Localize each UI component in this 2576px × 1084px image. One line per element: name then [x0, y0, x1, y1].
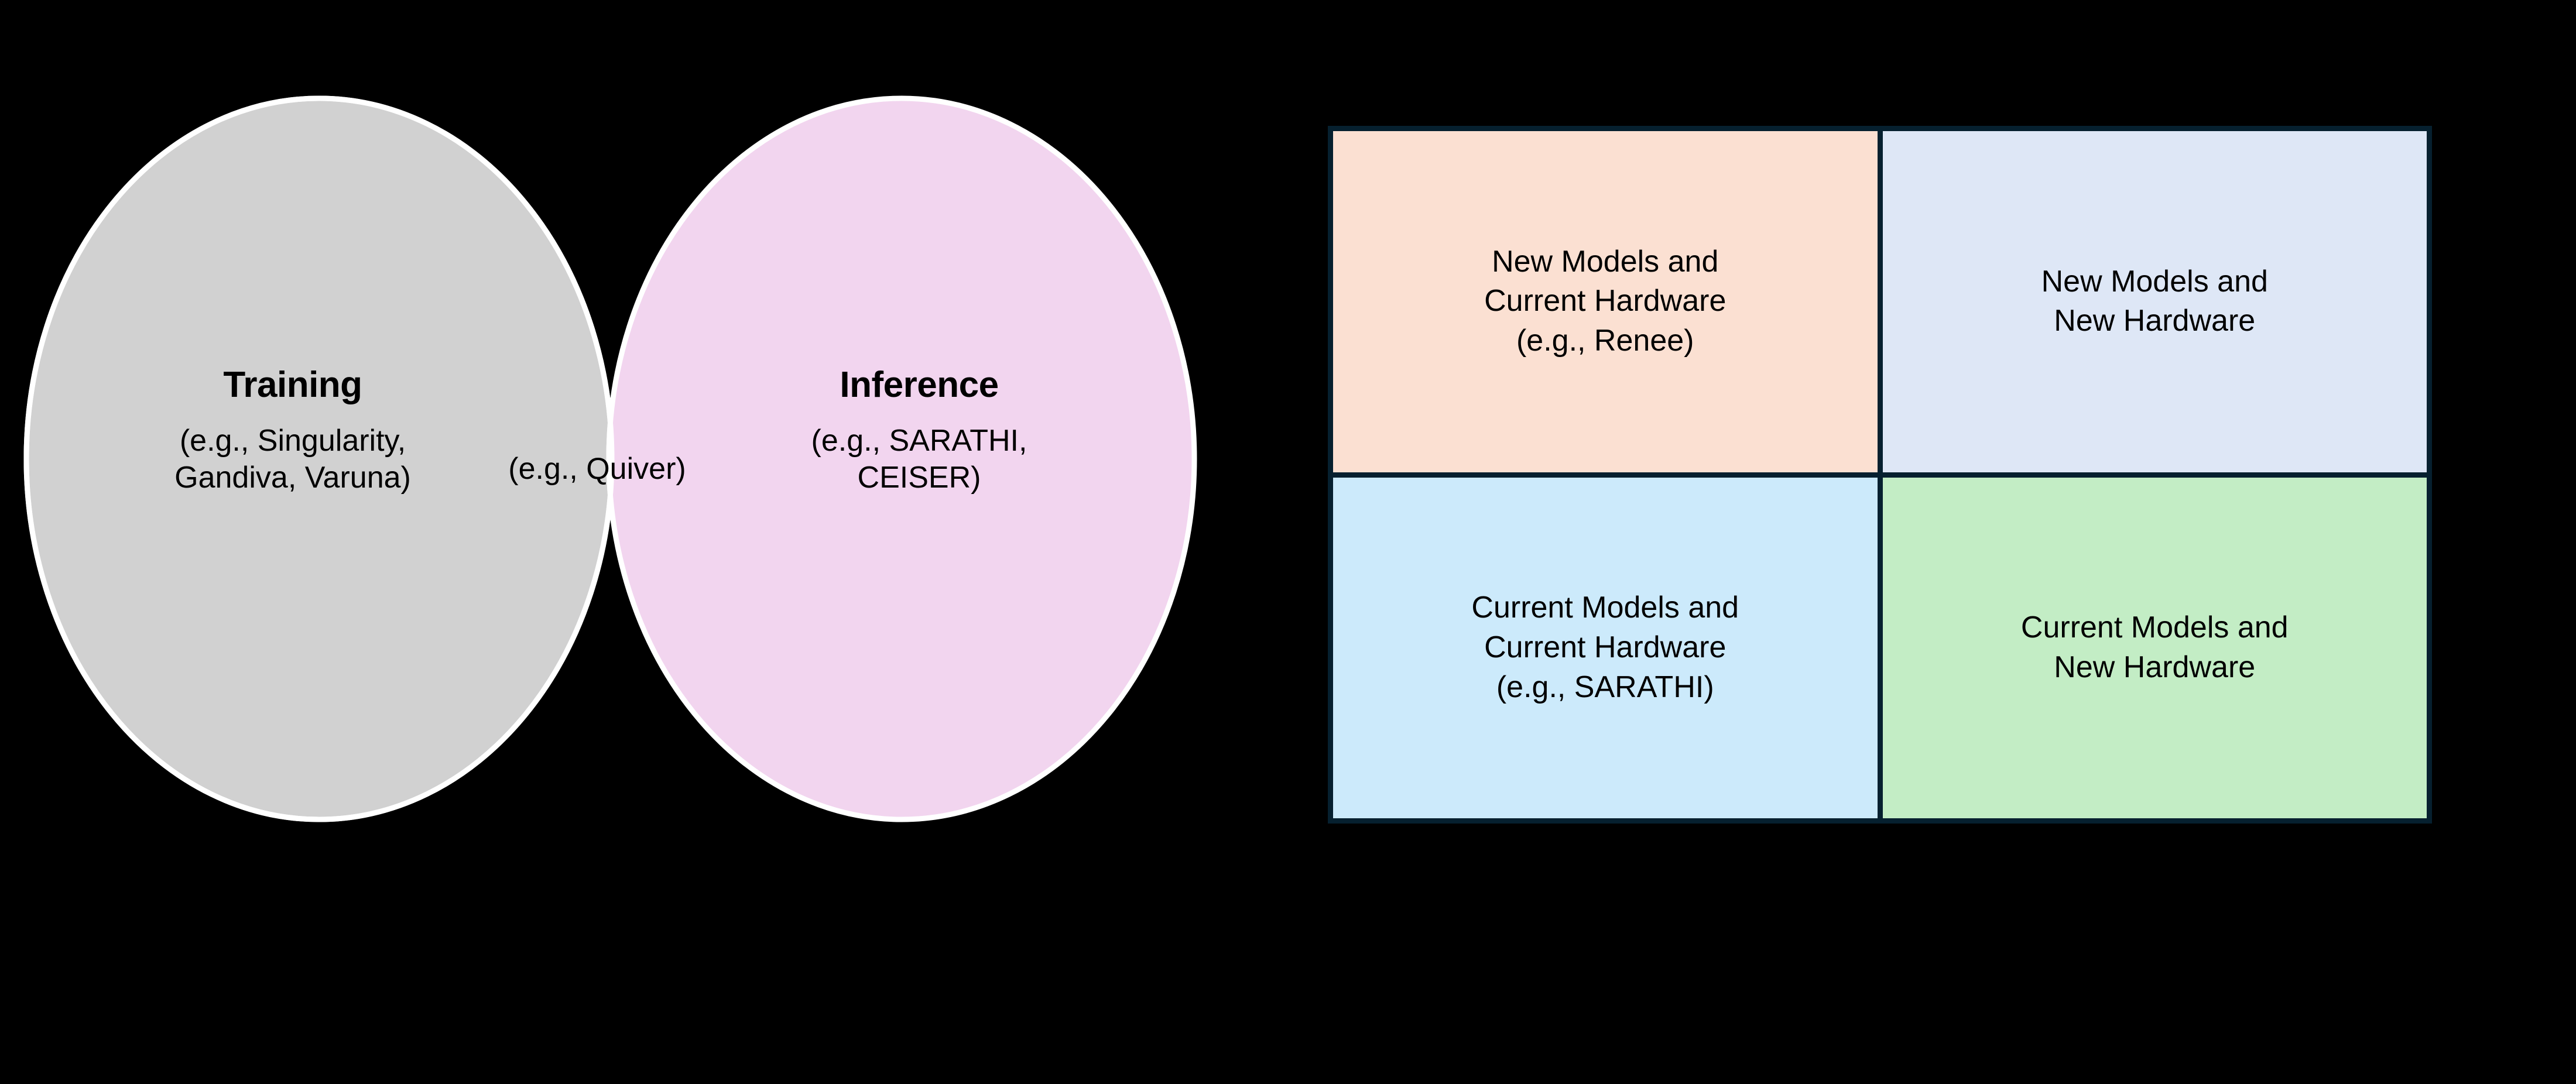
venn-inference-examples: (e.g., SARATHI, CEISER): [811, 423, 1027, 495]
venn-training-examples: (e.g., Singularity, Gandiva, Varuna): [174, 423, 411, 495]
quadrant-cell-new-models-current-hardware[interactable]: New Models and Current Hardware (e.g., R…: [1333, 131, 1878, 472]
quadrant-cell-text: New Models and Current Hardware (e.g., R…: [1484, 244, 1727, 358]
venn-inference-label: Inference (e.g., SARATHI, CEISER): [744, 363, 1095, 497]
quadrant-cell-text: Current Models and Current Hardware (e.g…: [1471, 591, 1739, 704]
venn-overlap-region: [606, 98, 612, 819]
quadrant-cell-text: New Models and New Hardware: [2041, 264, 2268, 338]
quadrant-cell-new-models-new-hardware[interactable]: New Models and New Hardware: [1882, 131, 2427, 472]
venn-training-label: Training (e.g., Singularity, Gandiva, Va…: [111, 363, 474, 497]
quadrant-matrix: New Models and Current Hardware (e.g., R…: [1328, 126, 2432, 824]
quadrant-cell-text: Current Models and New Hardware: [2020, 610, 2289, 684]
venn-inference-title: Inference: [840, 365, 999, 405]
venn-training-title: Training: [223, 365, 362, 405]
venn-circle-training-outline: [23, 95, 615, 822]
venn-svg: [23, 95, 1197, 822]
venn-diagram: Training (e.g., Singularity, Gandiva, Va…: [0, 0, 1288, 937]
venn-overlap-label: (e.g., Quiver): [508, 452, 686, 486]
quadrant-cell-current-models-current-hardware[interactable]: Current Models and Current Hardware (e.g…: [1333, 477, 1878, 818]
quadrant-cell-current-models-new-hardware[interactable]: Current Models and New Hardware: [1882, 477, 2427, 818]
